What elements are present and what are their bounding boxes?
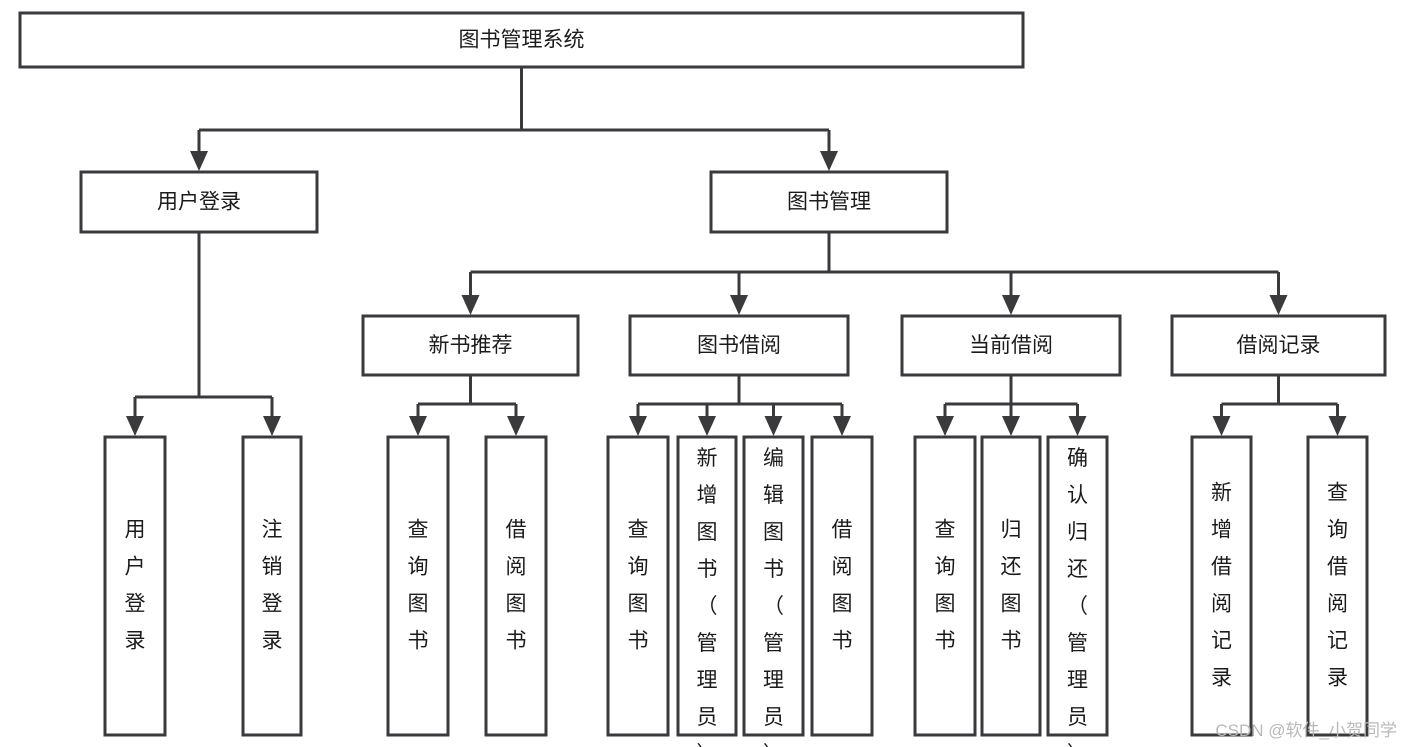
node-label-current-borrow: 当前借阅	[969, 334, 1053, 357]
arrow-head-icon	[461, 295, 480, 315]
arrow-head-icon	[409, 416, 427, 436]
node-leaf-user-login[interactable]: 用户登录	[103, 435, 167, 737]
node-box-leaf-query-book-current[interactable]	[913, 435, 977, 737]
node-box-new-book-recommend[interactable]	[361, 314, 580, 377]
arrow-head-icon	[730, 295, 748, 315]
node-leaf-edit-book-admin[interactable]: 编辑图书（管理员）	[742, 435, 805, 747]
arrow-head-icon	[190, 151, 208, 171]
node-box-leaf-query-borrow-record[interactable]	[1306, 435, 1369, 737]
node-root[interactable]: 图书管理系统	[18, 11, 1025, 69]
node-leaf-borrow-book[interactable]: 借阅图书	[810, 435, 874, 737]
node-box-book-borrow[interactable]	[628, 314, 850, 377]
node-box-book-management[interactable]	[709, 170, 949, 234]
arrow-head-icon	[507, 416, 525, 436]
node-label-leaf-borrow-book-rec: 借阅图书	[506, 518, 527, 652]
node-label-leaf-edit-book-admin: 编辑图书（管理员）	[763, 447, 784, 747]
node-label-leaf-query-book-current: 查询图书	[935, 518, 956, 652]
arrow-head-icon	[698, 416, 716, 436]
arrow-head-icon	[629, 416, 647, 436]
node-box-current-borrow[interactable]	[900, 314, 1122, 377]
node-box-root[interactable]	[18, 11, 1025, 69]
node-label-leaf-query-book-borrow: 查询图书	[628, 518, 649, 652]
node-label-root: 图书管理系统	[459, 29, 585, 52]
node-label-leaf-return-book: 归还图书	[1001, 518, 1022, 652]
node-book-borrow[interactable]: 图书借阅	[628, 314, 850, 377]
arrow-head-icon	[1328, 416, 1347, 436]
arrow-head-icon	[1002, 295, 1020, 315]
arrow-head-icon	[764, 416, 783, 436]
node-label-book-borrow: 图书借阅	[697, 334, 781, 357]
node-box-user-login[interactable]	[79, 170, 319, 234]
node-label-user-login: 用户登录	[157, 191, 241, 214]
node-new-book-recommend[interactable]: 新书推荐	[361, 314, 580, 377]
node-box-leaf-logout-login[interactable]	[241, 435, 303, 737]
node-label-leaf-logout-login: 注销登录	[262, 518, 283, 652]
node-user-login[interactable]: 用户登录	[79, 170, 319, 234]
node-box-leaf-edit-book-admin[interactable]	[742, 435, 805, 737]
node-layer: 图书管理系统用户登录图书管理新书推荐图书借阅当前借阅借阅记录用户登录注销登录查询…	[18, 11, 1387, 747]
node-label-leaf-query-borrow-record: 查询借阅记录	[1327, 481, 1348, 689]
node-label-leaf-add-book-admin: 新增图书（管理员）	[697, 447, 718, 747]
node-current-borrow[interactable]: 当前借阅	[900, 314, 1122, 377]
node-leaf-query-book-borrow[interactable]: 查询图书	[606, 435, 670, 737]
node-label-leaf-query-book-rec: 查询图书	[408, 518, 429, 652]
node-label-new-book-recommend: 新书推荐	[429, 334, 513, 357]
node-leaf-add-book-admin[interactable]: 新增图书（管理员）	[676, 435, 738, 747]
arrow-head-icon	[1002, 416, 1020, 436]
arrow-head-icon	[1212, 416, 1231, 436]
arrow-head-icon	[833, 416, 851, 436]
node-box-leaf-user-login[interactable]	[103, 435, 167, 737]
node-box-leaf-borrow-book[interactable]	[810, 435, 874, 737]
node-box-leaf-return-book[interactable]	[980, 435, 1042, 737]
arrow-head-icon	[126, 416, 144, 436]
node-box-leaf-add-book-admin[interactable]	[676, 435, 738, 737]
node-box-leaf-borrow-book-rec[interactable]	[484, 435, 548, 737]
node-leaf-confirm-return-admin[interactable]: 确认归还（管理员）	[1046, 435, 1109, 747]
node-label-leaf-confirm-return-admin: 确认归还（管理员）	[1067, 447, 1088, 747]
node-leaf-borrow-book-rec[interactable]: 借阅图书	[484, 435, 548, 737]
connector-layer	[126, 67, 1347, 436]
node-box-leaf-add-borrow-record[interactable]	[1190, 435, 1253, 737]
node-box-leaf-confirm-return-admin[interactable]	[1046, 435, 1109, 737]
arrow-head-icon	[1068, 416, 1087, 436]
arrow-head-icon	[820, 151, 838, 171]
node-label-leaf-add-borrow-record: 新增借阅记录	[1211, 481, 1232, 689]
node-box-leaf-query-book-borrow[interactable]	[606, 435, 670, 737]
node-box-leaf-query-book-rec[interactable]	[386, 435, 450, 737]
node-label-borrow-record: 借阅记录	[1237, 334, 1321, 357]
node-label-leaf-user-login: 用户登录	[125, 518, 146, 652]
node-borrow-record[interactable]: 借阅记录	[1170, 314, 1387, 377]
node-leaf-add-borrow-record[interactable]: 新增借阅记录	[1190, 435, 1253, 737]
arrow-head-icon	[1269, 295, 1288, 315]
arrow-head-icon	[263, 416, 281, 436]
node-leaf-logout-login[interactable]: 注销登录	[241, 435, 303, 737]
node-leaf-query-book-current[interactable]: 查询图书	[913, 435, 977, 737]
node-leaf-return-book[interactable]: 归还图书	[980, 435, 1042, 737]
node-book-management[interactable]: 图书管理	[709, 170, 949, 234]
node-label-book-management: 图书管理	[787, 191, 871, 214]
node-leaf-query-book-rec[interactable]: 查询图书	[386, 435, 450, 737]
node-leaf-query-borrow-record[interactable]: 查询借阅记录	[1306, 435, 1369, 737]
node-label-leaf-borrow-book: 借阅图书	[832, 518, 853, 652]
arrow-head-icon	[936, 416, 954, 436]
node-box-borrow-record[interactable]	[1170, 314, 1387, 377]
